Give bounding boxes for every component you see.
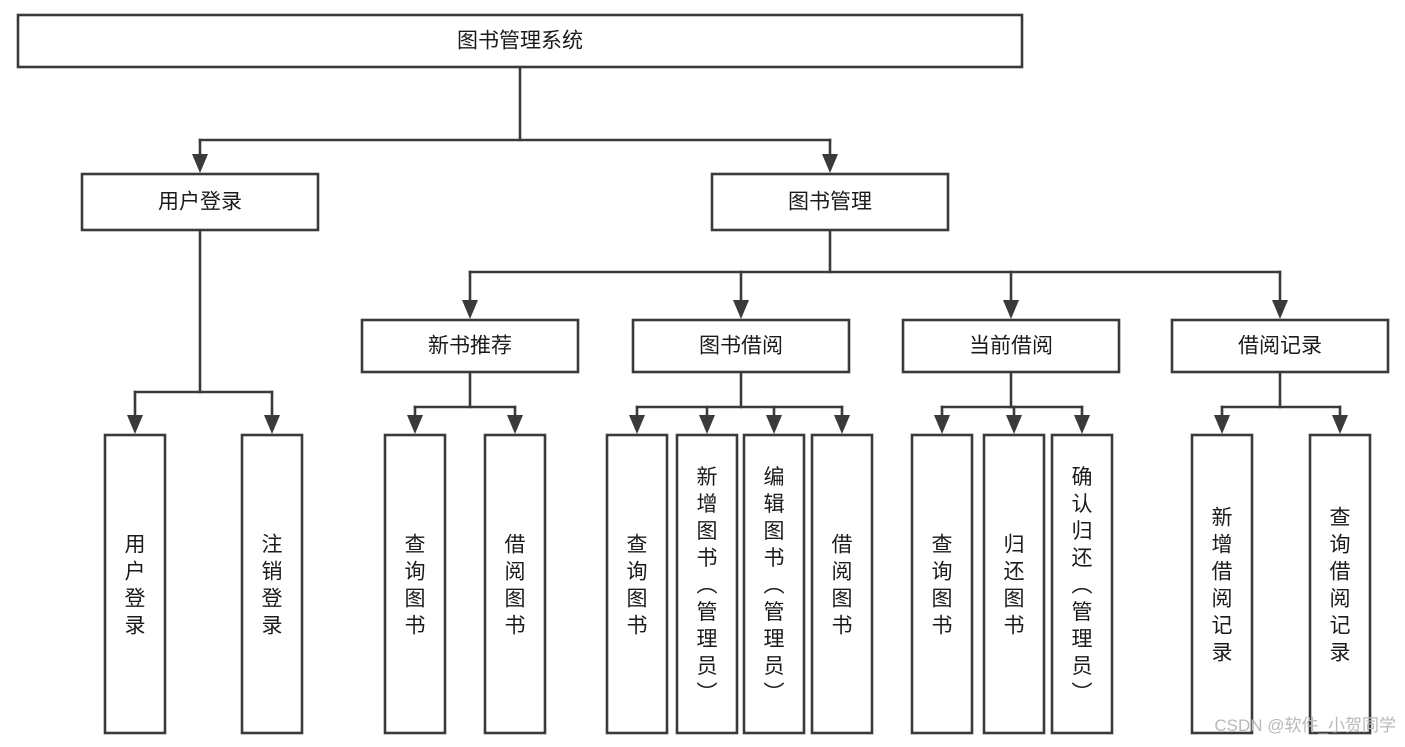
node-label-leaf-query-record: 查询借阅记录 [1330, 507, 1351, 665]
node-box-leaf-query-book-3[interactable] [910, 433, 974, 735]
csdn-watermark: CSDN @软件_小贺同学 [1214, 716, 1396, 735]
node-box-book-borrow[interactable] [631, 318, 851, 374]
edge-root-to-level2 [192, 65, 838, 173]
connector-layer [127, 65, 1348, 434]
node-label-book-manage: 图书管理 [788, 191, 872, 214]
arrow-head-icon [264, 415, 280, 434]
node-label-leaf-edit-book: 编辑图书︵管理员︶ [764, 466, 785, 705]
node-leaf-add-record[interactable]: 新增借阅记录 [1190, 433, 1254, 735]
node-label-leaf-user-logout: 注销登录 [262, 534, 283, 638]
node-label-current-borrow: 当前借阅 [969, 335, 1053, 358]
node-box-leaf-confirm-return[interactable] [1050, 433, 1114, 735]
node-label-leaf-query-book-3: 查询图书 [932, 534, 953, 638]
node-box-leaf-borrow-book-2[interactable] [810, 433, 874, 735]
arrow-head-icon [766, 415, 782, 434]
node-leaf-add-book[interactable]: 新增图书︵管理员︶ [675, 433, 739, 735]
node-box-book-manage[interactable] [710, 172, 950, 232]
edge-borrowrecord-to-leaves [1214, 370, 1348, 434]
node-leaf-query-book-2[interactable]: 查询图书 [605, 433, 669, 735]
arrow-head-icon [1006, 415, 1022, 434]
node-leaf-confirm-return[interactable]: 确认归还︵管理员︶ [1050, 433, 1114, 735]
node-box-leaf-add-book[interactable] [675, 433, 739, 735]
arrow-head-icon [192, 154, 208, 173]
node-label-leaf-add-book: 新增图书︵管理员︶ [697, 466, 718, 705]
edge-bookmanage-to-level3 [462, 228, 1288, 319]
node-label-new-book-rec: 新书推荐 [428, 335, 512, 358]
node-box-leaf-query-book-2[interactable] [605, 433, 669, 735]
arrow-head-icon [1003, 300, 1019, 319]
node-label-leaf-user-login: 用户登录 [125, 534, 146, 638]
edge-bookborrow-to-leaves [629, 370, 850, 434]
arrow-head-icon [834, 415, 850, 434]
node-box-leaf-edit-book[interactable] [742, 433, 806, 735]
node-book-borrow[interactable]: 图书借阅 [631, 318, 851, 374]
node-label-leaf-query-book-1: 查询图书 [405, 534, 426, 638]
node-box-leaf-add-record[interactable] [1190, 433, 1254, 735]
node-leaf-borrow-book-2[interactable]: 借阅图书 [810, 433, 874, 735]
node-layer: 图书管理系统用户登录图书管理新书推荐图书借阅当前借阅借阅记录用户登录注销登录查询… [16, 13, 1390, 735]
node-leaf-user-logout[interactable]: 注销登录 [240, 433, 304, 735]
arrow-head-icon [733, 300, 749, 319]
node-root[interactable]: 图书管理系统 [16, 13, 1024, 69]
arrow-head-icon [629, 415, 645, 434]
arrow-head-icon [1272, 300, 1288, 319]
arrow-head-icon [507, 415, 523, 434]
arrow-head-icon [1074, 415, 1090, 434]
arrow-head-icon [1332, 415, 1348, 434]
node-box-current-borrow[interactable] [901, 318, 1121, 374]
node-label-root: 图书管理系统 [457, 30, 583, 53]
node-box-leaf-query-book-1[interactable] [383, 433, 447, 735]
node-label-leaf-borrow-book-1: 借阅图书 [505, 534, 526, 638]
node-box-new-book-rec[interactable] [360, 318, 580, 374]
node-label-leaf-query-book-2: 查询图书 [627, 534, 648, 638]
arrow-head-icon [127, 415, 143, 434]
node-box-borrow-record[interactable] [1170, 318, 1390, 374]
node-current-borrow[interactable]: 当前借阅 [901, 318, 1121, 374]
node-label-user-login: 用户登录 [158, 191, 242, 214]
node-leaf-query-book-3[interactable]: 查询图书 [910, 433, 974, 735]
node-borrow-record[interactable]: 借阅记录 [1170, 318, 1390, 374]
node-label-leaf-add-record: 新增借阅记录 [1212, 507, 1233, 665]
edge-newbookrec-to-leaves [407, 370, 523, 434]
arrow-head-icon [934, 415, 950, 434]
node-label-leaf-return-book: 归还图书 [1004, 534, 1025, 638]
edge-currentborrow-to-leaves [934, 370, 1090, 434]
node-new-book-rec[interactable]: 新书推荐 [360, 318, 580, 374]
node-leaf-edit-book[interactable]: 编辑图书︵管理员︶ [742, 433, 806, 735]
node-leaf-query-record[interactable]: 查询借阅记录 [1308, 433, 1372, 735]
edge-userlogin-to-leaves [127, 228, 280, 434]
node-label-leaf-borrow-book-2: 借阅图书 [832, 534, 853, 638]
node-label-borrow-record: 借阅记录 [1238, 335, 1322, 358]
node-leaf-return-book[interactable]: 归还图书 [982, 433, 1046, 735]
node-user-login[interactable]: 用户登录 [80, 172, 320, 232]
node-box-leaf-borrow-book-1[interactable] [483, 433, 547, 735]
arrow-head-icon [407, 415, 423, 434]
arrow-head-icon [462, 300, 478, 319]
node-leaf-borrow-book-1[interactable]: 借阅图书 [483, 433, 547, 735]
node-leaf-user-login[interactable]: 用户登录 [103, 433, 167, 735]
node-box-leaf-user-login[interactable] [103, 433, 167, 735]
node-box-leaf-query-record[interactable] [1308, 433, 1372, 735]
node-label-book-borrow: 图书借阅 [699, 335, 783, 358]
node-box-leaf-user-logout[interactable] [240, 433, 304, 735]
arrow-head-icon [822, 154, 838, 173]
node-box-user-login[interactable] [80, 172, 320, 232]
node-box-root[interactable] [16, 13, 1024, 69]
node-box-leaf-return-book[interactable] [982, 433, 1046, 735]
node-leaf-query-book-1[interactable]: 查询图书 [383, 433, 447, 735]
arrow-head-icon [699, 415, 715, 434]
node-label-leaf-confirm-return: 确认归还︵管理员︶ [1072, 466, 1093, 705]
arrow-head-icon [1214, 415, 1230, 434]
node-book-manage[interactable]: 图书管理 [710, 172, 950, 232]
